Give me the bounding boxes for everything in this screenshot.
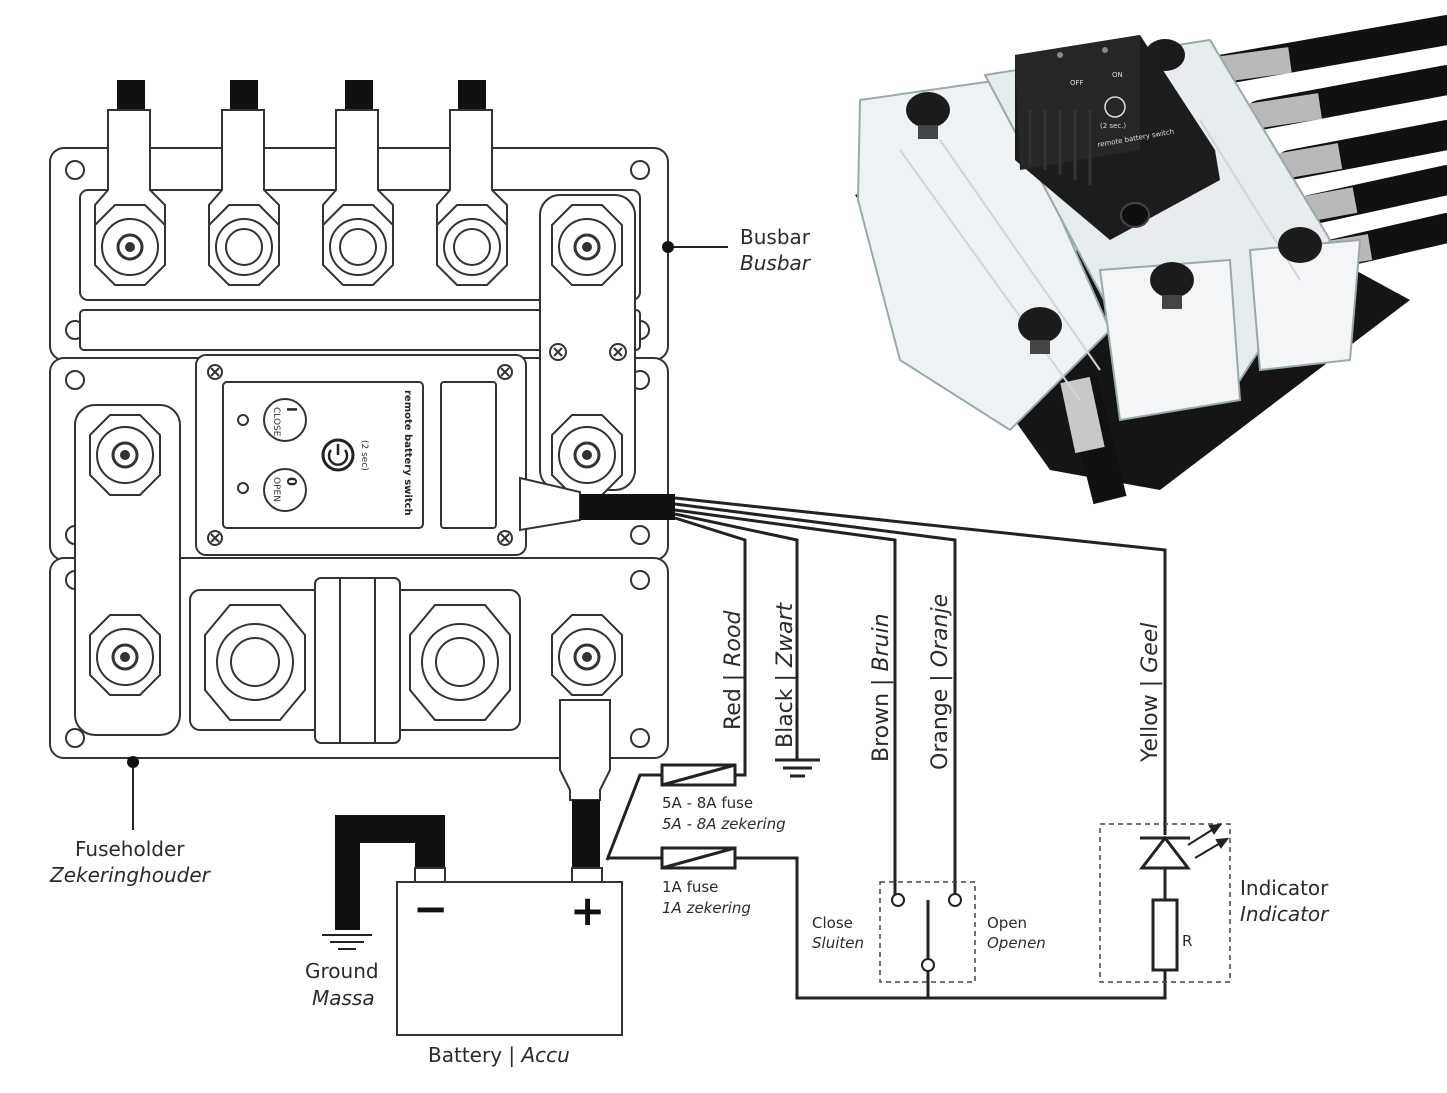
led-icon xyxy=(1138,835,1192,900)
ground-label-nl: Massa xyxy=(312,986,375,1010)
fuse-small-label-nl: 1A zekering xyxy=(662,899,751,917)
switch-brand: remote battery switch xyxy=(402,390,413,516)
hold-text: (2 sec) xyxy=(359,440,369,471)
photo-on-label: ON xyxy=(1112,71,1123,79)
power-icon[interactable] xyxy=(321,438,355,472)
open-symbol: 0 xyxy=(283,477,298,486)
switch-contacts xyxy=(891,893,962,972)
photo-off-label: OFF xyxy=(1070,79,1084,87)
wire-label-black: Black | Zwart xyxy=(773,601,798,748)
switch-box xyxy=(879,881,976,983)
open-led xyxy=(237,482,249,494)
battery-label: Battery | Accu xyxy=(428,1043,570,1067)
battery-minus: − xyxy=(413,884,448,933)
battery-plus: + xyxy=(570,886,605,935)
resistor-icon xyxy=(1151,898,1179,972)
open-text: Open xyxy=(987,914,1027,932)
wire-label-yellow: Yellow | Geel xyxy=(1138,623,1163,763)
close-symbol: I xyxy=(283,407,298,412)
resistor-label: R xyxy=(1182,932,1192,950)
product-photo: OFF ON (2 sec.) remote battery switch xyxy=(855,15,1447,505)
busbar-callout xyxy=(662,241,728,253)
photo-power-icon xyxy=(1104,96,1126,118)
wire-label-brown: Brown | Bruin xyxy=(869,613,894,762)
fuseholder-label: Fuseholder xyxy=(75,837,185,861)
fuseholder-drawing: I CLOSE 0 OPEN (2 sec) remote battery sw… xyxy=(49,80,675,860)
open-button[interactable] xyxy=(263,468,307,512)
close-label: CLOSE xyxy=(271,407,281,437)
wire-label-red: Red | Rood xyxy=(721,610,746,730)
fuseholder-label-nl: Zekeringhouder xyxy=(49,863,212,887)
wire-label-orange: Orange | Oranje xyxy=(928,594,953,770)
close-led xyxy=(237,414,249,426)
close-button[interactable] xyxy=(263,398,307,442)
battery: − + xyxy=(335,815,623,1036)
close-text: Close xyxy=(812,914,853,932)
ground-symbol xyxy=(322,934,372,950)
busbar-label: Busbar xyxy=(740,225,811,249)
open-label: OPEN xyxy=(271,477,281,502)
indicator-label: Indicator xyxy=(1240,876,1329,900)
busbar-label-nl: Busbar xyxy=(740,251,812,275)
open-text-nl: Openen xyxy=(987,934,1046,952)
photo-hold-text: (2 sec.) xyxy=(1100,122,1126,130)
led-light-arrows xyxy=(1187,823,1230,859)
wiring xyxy=(605,496,1167,1000)
fuse-big-label: 5A - 8A fuse xyxy=(662,794,753,812)
indicator-label-nl: Indicator xyxy=(1240,902,1330,926)
close-text-nl: Sluiten xyxy=(812,934,864,952)
fuseholder-callout xyxy=(127,756,139,830)
fuse-small-label: 1A fuse xyxy=(662,878,718,896)
fuse-big-label-nl: 5A - 8A zekering xyxy=(662,815,786,833)
ground-label: Ground xyxy=(305,959,379,983)
indicator-box xyxy=(1099,823,1231,983)
